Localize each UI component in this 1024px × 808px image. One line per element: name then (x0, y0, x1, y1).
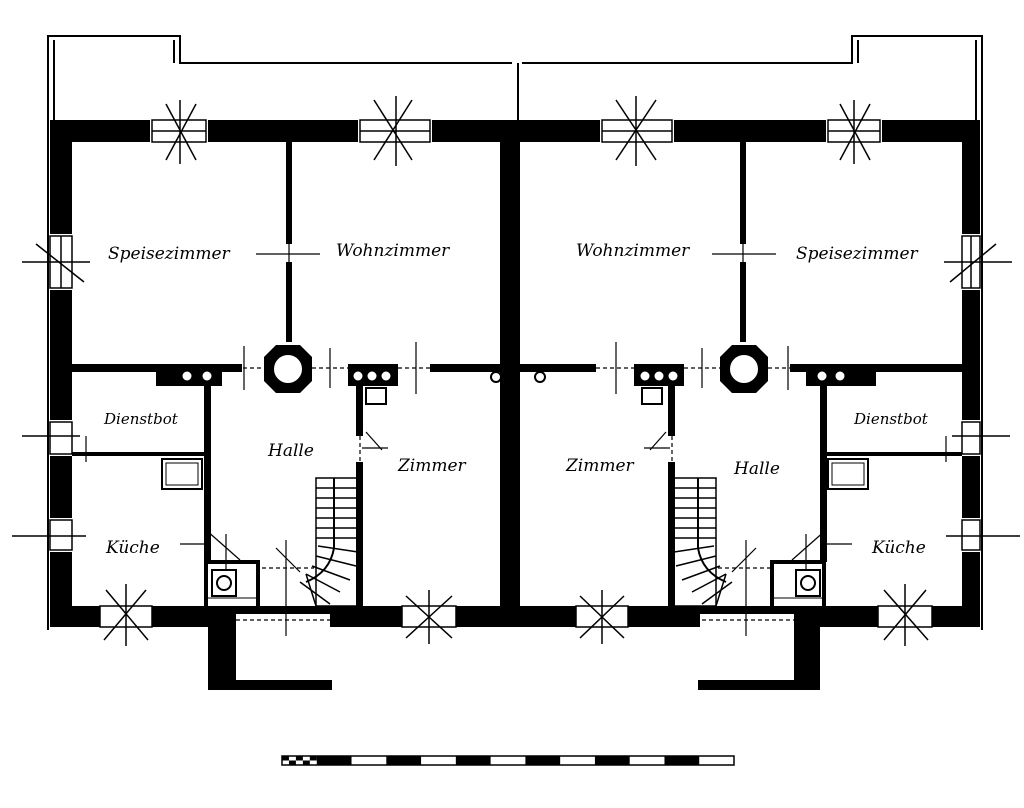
left-house: Speisezimmer Wohnzimmer Dienstbot Halle … (12, 96, 520, 690)
scale-bar (281, 755, 735, 766)
scale-bar-segment (386, 756, 422, 765)
scale-bar-fine-tick (302, 760, 310, 765)
left-label-kueche: Küche (105, 538, 160, 558)
right-chimney-flues (640, 371, 845, 381)
left-label-halle: Halle (267, 441, 314, 461)
left-chimney-flues (182, 371, 391, 381)
right-windows (575, 96, 1020, 646)
right-label-speisezimmer: Speisezimmer (796, 244, 919, 264)
right-interior-walls (520, 142, 962, 608)
left-windows (12, 96, 457, 646)
scale-bar-segment (664, 756, 700, 765)
scale-bar-segment (316, 756, 352, 765)
right-label-zimmer: Zimmer (565, 456, 635, 476)
left-exterior-walls (50, 120, 520, 690)
right-doors (596, 236, 962, 682)
scale-bar-fine-tick (309, 756, 317, 761)
left-staircase (299, 477, 359, 607)
right-house: Wohnzimmer Speisezimmer Dienstbot Zimmer… (520, 96, 1020, 690)
scale-bar-segment (455, 756, 491, 765)
right-staircase (673, 477, 733, 607)
right-label-kueche: Küche (871, 538, 926, 558)
scale-bar-segment (594, 756, 630, 765)
scale-bar-fine-tick (288, 760, 296, 765)
left-fixtures (161, 387, 387, 599)
left-label-dienstbot: Dienstbot (103, 410, 179, 428)
scale-bar-segment (525, 756, 561, 765)
left-label-zimmer: Zimmer (397, 456, 467, 476)
left-label-speisezimmer: Speisezimmer (108, 244, 231, 264)
left-stove (264, 345, 312, 393)
left-doors (72, 236, 430, 682)
left-label-wohnzimmer: Wohnzimmer (336, 241, 450, 261)
right-exterior-walls (520, 120, 980, 690)
right-fixtures (641, 387, 869, 599)
scale-bar-fine-tick (282, 756, 289, 761)
right-stove (720, 345, 768, 393)
terrace-outline (47, 35, 983, 630)
right-label-wohnzimmer: Wohnzimmer (576, 241, 690, 261)
scale-bar-fine-tick (295, 756, 303, 761)
right-label-dienstbot: Dienstbot (853, 410, 929, 428)
right-label-halle: Halle (733, 459, 780, 479)
